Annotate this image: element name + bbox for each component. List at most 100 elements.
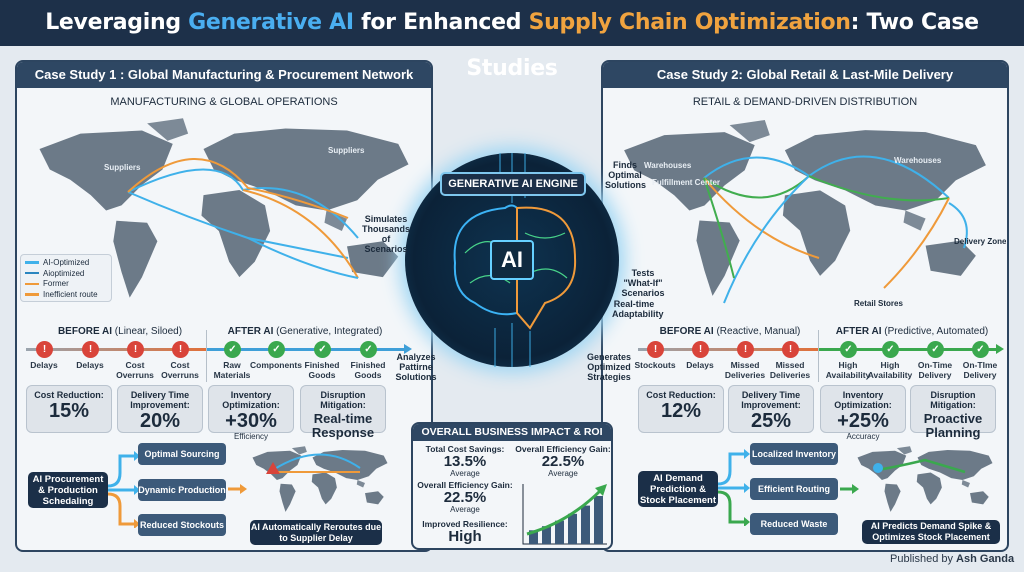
- before-timeline: [26, 348, 206, 351]
- warning-icon: !: [36, 341, 53, 358]
- outcome-efficient-routing: Efficient Routing: [750, 478, 838, 500]
- branch-arrows: [718, 449, 750, 526]
- check-icon: ✓: [314, 341, 331, 358]
- check-icon: ✓: [360, 341, 377, 358]
- outcome-reduced-stockouts: Reduced Stockouts: [138, 514, 226, 536]
- title-text: for Enhanced: [353, 10, 529, 35]
- title-highlight-supply-chain: Supply Chain Optimization: [528, 10, 851, 35]
- metric-card: Disruption Mitigation: Proactive Plannin…: [910, 385, 996, 440]
- legend-item: Inefficient route: [25, 290, 107, 301]
- demand-caption: AI Predicts Demand Spike & Optimizes Sto…: [862, 520, 1000, 544]
- map-label-delivery-zones: Delivery Zones: [954, 237, 1006, 246]
- map-label-suppliers: Suppliers: [104, 163, 141, 172]
- branch-arrows: [108, 451, 140, 528]
- check-icon: ✓: [972, 341, 989, 358]
- manufacturing-world-map: Suppliers Suppliers: [39, 118, 409, 298]
- roi-resilience: Improved Resilience: High: [422, 519, 508, 545]
- after-ai-heading: AFTER AI (Generative, Integrated): [227, 326, 383, 337]
- timeline-label: Finished Goods: [350, 360, 386, 380]
- arrow-right-icon: [228, 484, 247, 494]
- arrow-right-icon: [840, 484, 859, 494]
- check-icon: ✓: [268, 341, 285, 358]
- before-timeline: [638, 348, 818, 351]
- metric-card: Delivery Time Improvement: 25%: [728, 385, 814, 433]
- reroute-caption: AI Automatically Reroutes due to Supplie…: [250, 520, 382, 545]
- outcome-dynamic-production: Dynamic Production: [138, 479, 226, 501]
- arrow-head-icon: [404, 344, 412, 354]
- outcome-localized-inventory: Localized Inventory: [750, 443, 838, 465]
- after-timeline: [206, 348, 406, 351]
- case-study-1-subtitle: MANUFACTURING & GLOBAL OPERATIONS: [110, 96, 338, 108]
- chart-axis: [522, 484, 607, 545]
- timeline-label: Missed Deliveries: [724, 360, 766, 380]
- title-highlight-ai: Generative AI: [188, 10, 354, 35]
- footer-credit: Published by Ash Ganda: [890, 553, 1015, 565]
- engine-title: GENERATIVE AI ENGINE: [440, 172, 586, 196]
- route-ai-optimized: [247, 237, 359, 279]
- timeline-label: Raw Materials: [213, 360, 251, 380]
- warning-icon: !: [647, 341, 664, 358]
- metric-card: Delivery Time Improvement: 20%: [117, 385, 203, 433]
- timeline-label: High Availability: [867, 360, 913, 380]
- reroute-map: [252, 446, 388, 512]
- timeline-label: Delays: [686, 360, 714, 370]
- trend-bar: [555, 520, 564, 544]
- warning-icon: !: [172, 341, 189, 358]
- arrow-head-icon: [996, 344, 1004, 354]
- warning-icon: !: [737, 341, 754, 358]
- check-icon: ✓: [882, 341, 899, 358]
- case-study-2-title: Case Study 2: Global Retail & Last-Mile …: [603, 62, 1007, 88]
- callout-finds-optimal: Finds Optimal Solutions: [605, 160, 646, 190]
- warning-icon: !: [782, 341, 799, 358]
- metric-card: Disruption Mitigation: Real-time Respons…: [300, 385, 386, 440]
- map-label-warehouses: Warehouses: [894, 156, 942, 165]
- timeline-label: Delays: [76, 360, 104, 370]
- check-icon: ✓: [927, 341, 944, 358]
- route-ai-optimized: [127, 191, 349, 259]
- metric-card: Cost Reduction: 15%: [26, 385, 112, 433]
- outcome-reduced-waste: Reduced Waste: [750, 513, 838, 535]
- trend-bar: [542, 526, 551, 544]
- metric-card: Cost Reduction: 12%: [638, 385, 724, 433]
- warning-icon: !: [692, 341, 709, 358]
- route-inefficient: [242, 189, 359, 279]
- page-title: Leveraging Generative AI for Enhanced Su…: [0, 0, 1024, 81]
- timeline-label: Cost Overruns: [116, 360, 154, 380]
- timeline-label: Cost Overruns: [161, 360, 199, 380]
- before-ai-heading: BEFORE AI (Reactive, Manual): [659, 326, 801, 337]
- roi-trend-chart: [522, 484, 607, 545]
- map-label-suppliers: Suppliers: [328, 146, 365, 155]
- demand-map: [857, 446, 993, 512]
- trend-bar: [581, 505, 590, 544]
- case-study-1-title: Case Study 1 : Global Manufacturing & Pr…: [17, 62, 431, 88]
- map-label-fulfillment: Fulfillment Center: [652, 178, 720, 187]
- after-ai-heading: AFTER AI (Predictive, Automated): [835, 326, 989, 337]
- metric-card: Inventory Optimization: +30% Efficiency: [208, 385, 294, 441]
- timeline-label: Stockouts: [634, 360, 676, 370]
- growth-arrow: [526, 488, 603, 536]
- retail-world-map: Warehouses Fulfillment Center Warehouses…: [624, 120, 1006, 308]
- title-text: Leveraging: [45, 10, 189, 35]
- arrow-head-icon: [595, 484, 607, 496]
- callout-generates: Generates Optimized Strategies: [586, 352, 632, 382]
- divider: [206, 330, 207, 382]
- timeline-label: High Availability: [825, 360, 871, 380]
- map-legend: AI-Optimized Aioptimized Former Ineffici…: [20, 254, 112, 302]
- legend-item: AI-Optimized: [25, 258, 107, 269]
- warning-icon: !: [127, 341, 144, 358]
- location-pin-icon: [873, 463, 883, 473]
- callout-tests-what-if: Tests "What-If" Scenarios: [621, 268, 665, 298]
- callout-simulates: Simulates Thousands of Scenarios: [362, 214, 411, 254]
- divider: [818, 330, 819, 382]
- route-former: [127, 158, 349, 219]
- callout-analyzes: Analyzes Pattirne Solutions: [395, 352, 437, 382]
- roi-total-cost-savings: Total Cost Savings: 13.5% Average: [425, 444, 505, 478]
- check-icon: ✓: [840, 341, 857, 358]
- trend-bar: [529, 530, 538, 544]
- timeline-label: On-Time Delivery: [917, 360, 953, 380]
- legend-item: Aioptimized: [25, 269, 107, 280]
- title-text: : Two Case Studies: [466, 10, 979, 81]
- map-label-retail-stores: Retail Stores: [854, 299, 903, 308]
- ai-demand-box: AI Demand Prediction & Stock Placement: [638, 471, 718, 507]
- timeline-label: Missed Deliveries: [769, 360, 811, 380]
